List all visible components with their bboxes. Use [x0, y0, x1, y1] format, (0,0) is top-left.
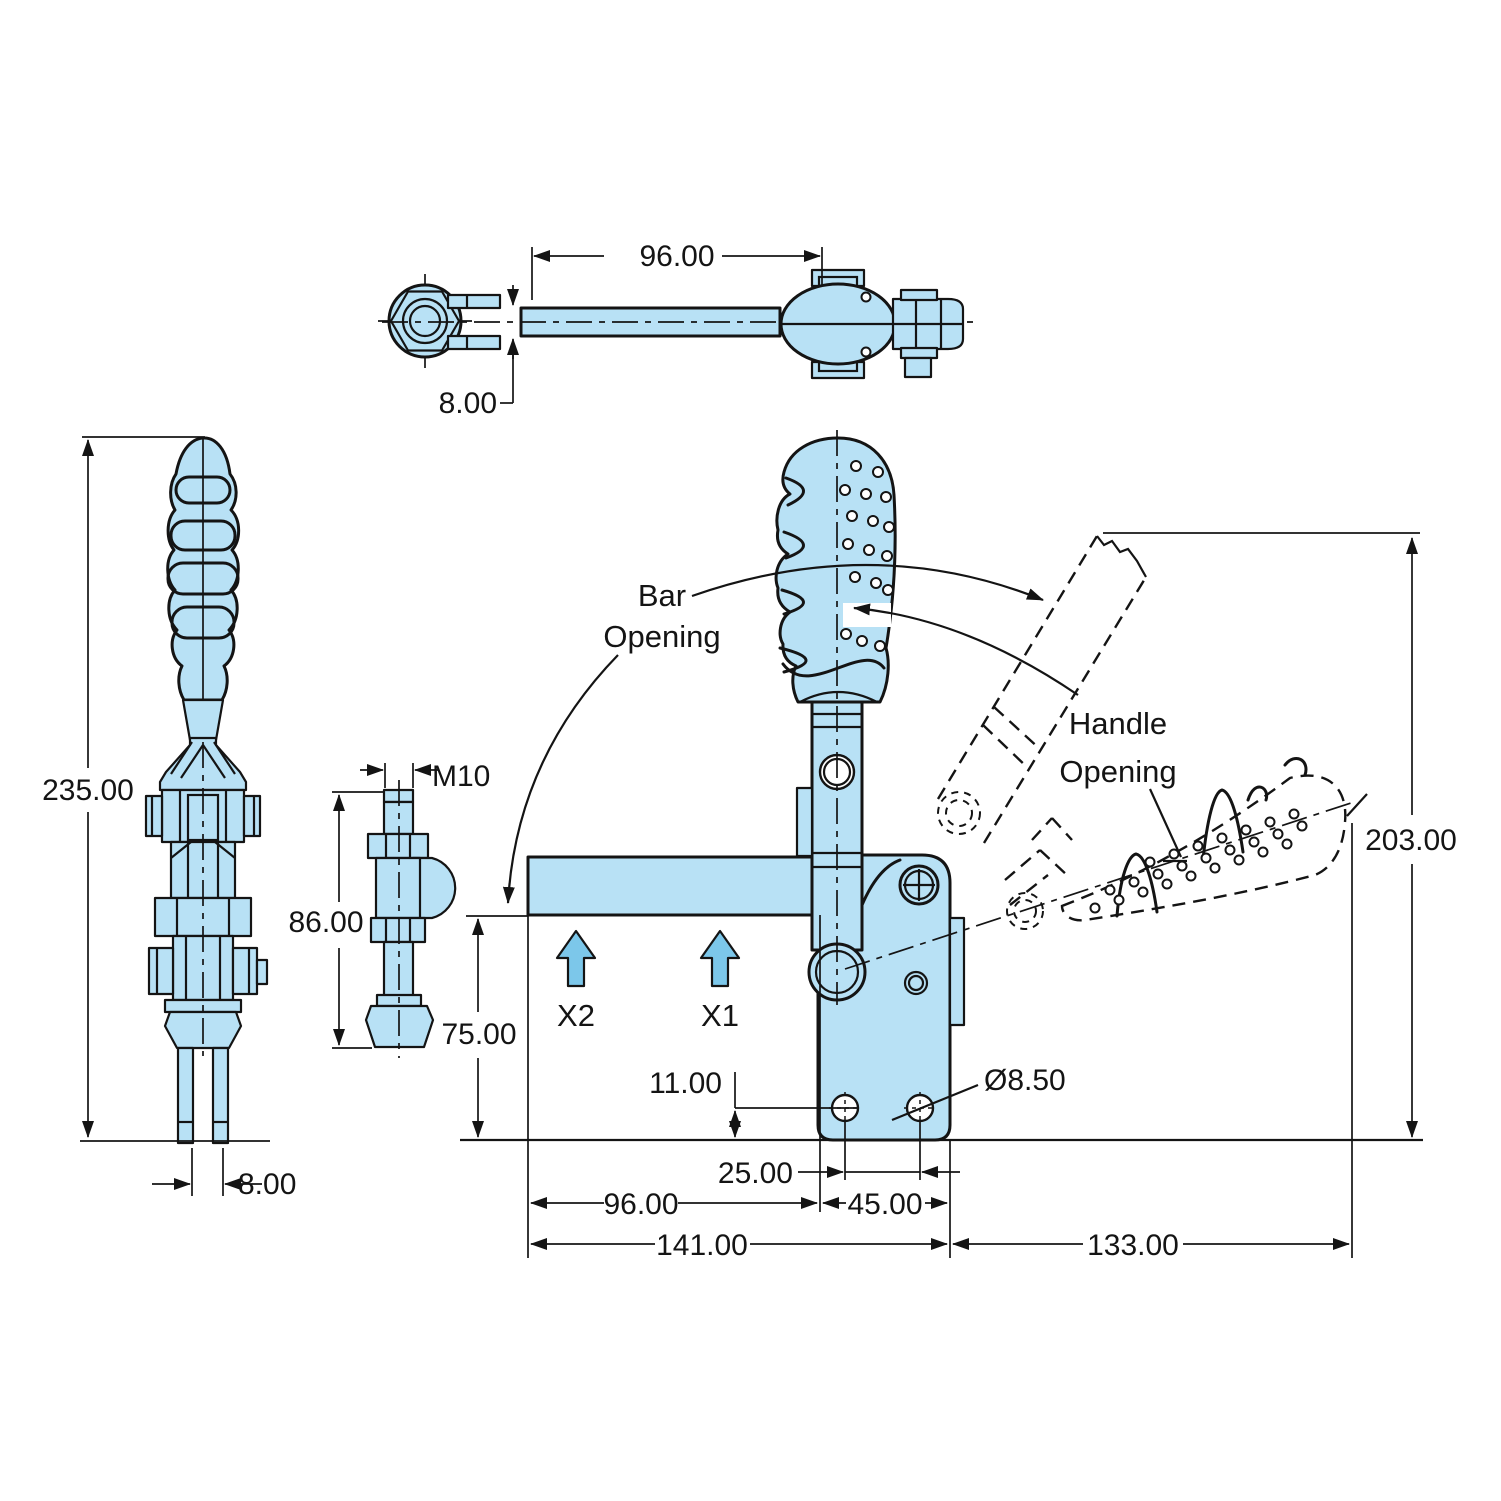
dim-top-bar-length: 96.00 — [639, 240, 714, 273]
callout-bar-opening: Opening — [603, 619, 720, 654]
front-view: Bar Opening Handle Opening X2 X1 75.00 1… — [441, 430, 1457, 1262]
spindle-nut-upper — [366, 832, 430, 860]
open-position-dashed — [936, 535, 1347, 930]
bar-opening-leader — [502, 654, 619, 904]
fork-prong-upper — [446, 293, 502, 310]
dim-bar-reach: 96.00 — [603, 1188, 678, 1221]
dim-side-prong-gap: 8.00 — [238, 1168, 296, 1201]
dim-clamp-height: 75.00 — [441, 1018, 516, 1051]
top-view: 96.00 8.00 — [378, 240, 975, 420]
open-grip-dot-texture — [1089, 808, 1308, 914]
label-x1: X1 — [701, 998, 739, 1033]
bar-opening-arc-upper — [691, 563, 1044, 602]
spindle-nut-lower — [369, 916, 427, 944]
spindle-detail: M10 86.00 — [288, 760, 490, 1058]
dim-spindle-length: 86.00 — [288, 906, 363, 939]
dim-hole-diameter: Ø8.50 — [984, 1064, 1066, 1097]
handle-opening-arc — [853, 603, 1079, 696]
side-leg-left — [176, 1046, 195, 1145]
force-arrow-x1 — [699, 929, 741, 988]
dim-body-width: 45.00 — [847, 1188, 922, 1221]
grip-highlight-band — [843, 603, 891, 627]
dim-spindle-thread: M10 — [432, 760, 490, 793]
dim-top-bar-thickness: 8.00 — [439, 387, 497, 420]
fork-prong-lower — [446, 334, 502, 351]
open-position-centerline — [844, 800, 1358, 970]
side-leg-right — [211, 1046, 230, 1145]
dim-open-height: 203.00 — [1365, 824, 1457, 857]
side-view: 235.00 — [42, 436, 296, 1201]
dim-handle-reach: 133.00 — [1087, 1229, 1179, 1262]
clamp-bar — [526, 855, 824, 917]
dim-hole-spacing: 25.00 — [718, 1157, 793, 1190]
dim-side-overall-height: 235.00 — [42, 774, 134, 807]
callout-handle-opening: Opening — [1059, 754, 1176, 789]
dim-hole-offset: 11.00 — [649, 1067, 722, 1100]
grip-dot-texture — [839, 460, 895, 652]
dim-overall-length: 141.00 — [656, 1229, 748, 1262]
callout-bar: Bar — [638, 578, 686, 613]
label-x2: X2 — [557, 998, 595, 1033]
shaft-side-tab — [795, 786, 814, 858]
callout-handle: Handle — [1069, 706, 1167, 741]
open-grip-outline — [1060, 774, 1347, 922]
force-arrow-x2 — [555, 929, 597, 988]
bar-end-side-profile — [411, 856, 457, 920]
body-side-tab — [948, 916, 966, 1027]
handle-grip — [774, 436, 897, 704]
